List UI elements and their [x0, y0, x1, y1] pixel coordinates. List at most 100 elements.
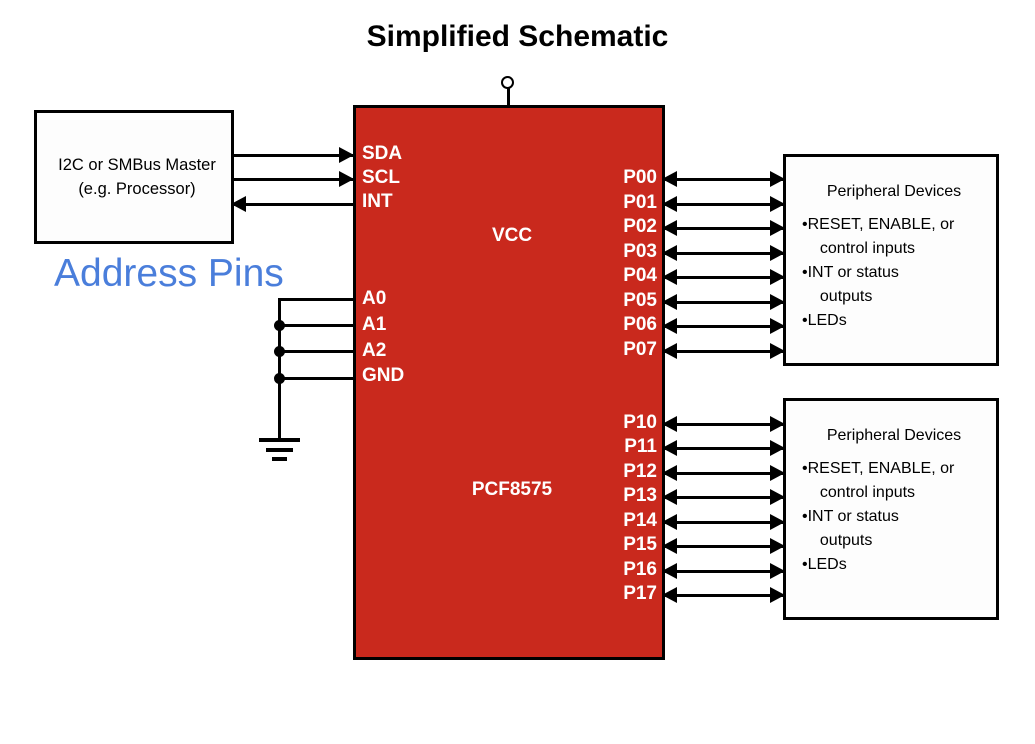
chip-pin-label-p06: P06 [623, 314, 657, 335]
junction-dot-a1 [274, 320, 285, 331]
p12-wire [665, 472, 785, 475]
p05-arrow-left-icon [662, 294, 677, 310]
peripheral-devices-box-1: Peripheral Devices •RESET, ENABLE, or co… [783, 154, 999, 366]
peripheral-2-bullet-1: •RESET, ENABLE, or control inputs [802, 460, 955, 501]
p05-arrow-right-icon [770, 294, 785, 310]
gnd-wire [278, 377, 354, 380]
p06-wire [665, 325, 785, 328]
p16-arrow-right-icon [770, 563, 785, 579]
p13-arrow-left-icon [662, 489, 677, 505]
p14-arrow-left-icon [662, 514, 677, 530]
p03-arrow-right-icon [770, 245, 785, 261]
p13-wire [665, 496, 785, 499]
p01-arrow-right-icon [770, 196, 785, 212]
chip-pin-label-p10: P10 [623, 412, 657, 433]
p14-arrow-right-icon [770, 514, 785, 530]
p02-wire [665, 227, 785, 230]
p10-arrow-left-icon [662, 416, 677, 432]
a0-wire [278, 298, 354, 301]
chip-pin-label-p04: P04 [623, 265, 657, 286]
p03-wire [665, 252, 785, 255]
chip-pin-label-p01: P01 [623, 192, 657, 213]
p10-arrow-right-icon [770, 416, 785, 432]
p15-arrow-left-icon [662, 538, 677, 554]
vcc-terminal-circle-icon [501, 76, 514, 89]
i2c-master-box: I2C or SMBus Master (e.g. Processor) [34, 110, 234, 244]
chip-pin-label-p15: P15 [623, 534, 657, 555]
chip-pin-label-a1: A1 [362, 314, 387, 335]
chip-pin-label-p12: P12 [623, 461, 657, 482]
p16-arrow-left-icon [662, 563, 677, 579]
int-wire [234, 203, 354, 206]
p04-arrow-right-icon [770, 269, 785, 285]
p11-arrow-left-icon [662, 440, 677, 456]
i2c-master-line1: I2C or SMBus Master [58, 156, 216, 174]
peripheral-1-bullet-1: •RESET, ENABLE, or control inputs [802, 216, 955, 257]
chip-pin-label-p02: P02 [623, 216, 657, 237]
p12-arrow-right-icon [770, 465, 785, 481]
vcc-pin-wire [507, 88, 510, 108]
p15-wire [665, 545, 785, 548]
junction-dot-gnd [274, 373, 285, 384]
p04-arrow-left-icon [662, 269, 677, 285]
p00-wire [665, 178, 785, 181]
peripheral-2-bullet-3: •LEDs [802, 556, 847, 573]
i2c-master-line2: (e.g. Processor) [78, 180, 196, 198]
chip-pin-label-p17: P17 [623, 583, 657, 604]
chip-pin-label-p13: P13 [623, 485, 657, 506]
i2c-master-label: I2C or SMBus Master (e.g. Processor) [37, 153, 237, 201]
p00-arrow-left-icon [662, 171, 677, 187]
sda-arrow-right-icon [339, 147, 354, 163]
p00-arrow-right-icon [770, 171, 785, 187]
p07-arrow-left-icon [662, 343, 677, 359]
peripheral-2-bullet-2: •INT or status outputs [802, 508, 899, 549]
junction-dot-a2 [274, 346, 285, 357]
p02-arrow-left-icon [662, 220, 677, 236]
peripheral-1-list: •RESET, ENABLE, or control inputs •INT o… [802, 213, 998, 333]
p17-arrow-left-icon [662, 587, 677, 603]
p07-arrow-right-icon [770, 343, 785, 359]
peripheral-1-bullet-3: •LEDs [802, 312, 847, 329]
p17-wire [665, 594, 785, 597]
p04-wire [665, 276, 785, 279]
chip-pin-label-a2: A2 [362, 340, 387, 361]
chip-pin-label-p14: P14 [623, 510, 657, 531]
chip-pin-label-p03: P03 [623, 241, 657, 262]
chip-pin-label-p07: P07 [623, 339, 657, 360]
a2-wire [278, 350, 354, 353]
peripheral-devices-box-2: Peripheral Devices •RESET, ENABLE, or co… [783, 398, 999, 620]
p01-arrow-left-icon [662, 196, 677, 212]
chip-pin-label-sda: SDA [362, 143, 403, 164]
sda-wire [234, 154, 354, 157]
address-pins-caption: Address Pins [54, 252, 284, 295]
p06-arrow-left-icon [662, 318, 677, 334]
p11-arrow-right-icon [770, 440, 785, 456]
ground-symbol-bar-1 [259, 438, 300, 442]
page-title: Simplified Schematic [366, 20, 669, 53]
p14-wire [665, 521, 785, 524]
p03-arrow-left-icon [662, 245, 677, 261]
ground-symbol-bar-3 [272, 457, 287, 461]
int-arrow-left-icon [231, 196, 246, 212]
chip-pin-label-p11: P11 [624, 436, 657, 457]
address-bus-vertical-wire [278, 298, 281, 438]
p02-arrow-right-icon [770, 220, 785, 236]
p16-wire [665, 570, 785, 573]
chip-pin-label-vcc: VCC [491, 225, 533, 246]
scl-arrow-right-icon [339, 171, 354, 187]
p17-arrow-right-icon [770, 587, 785, 603]
p06-arrow-right-icon [770, 318, 785, 334]
p01-wire [665, 203, 785, 206]
a1-wire [278, 324, 354, 327]
pcf8575-chip-body: VCC PCF8575 [353, 105, 665, 660]
peripheral-2-list: •RESET, ENABLE, or control inputs •INT o… [802, 457, 998, 577]
p12-arrow-left-icon [662, 465, 677, 481]
peripheral-1-title: Peripheral Devices [826, 183, 962, 200]
p15-arrow-right-icon [770, 538, 785, 554]
chip-pin-label-p16: P16 [623, 559, 657, 580]
chip-pin-label-a0: A0 [362, 288, 387, 309]
chip-pin-label-p00: P00 [623, 167, 657, 188]
scl-wire [234, 178, 354, 181]
peripheral-1-bullet-2: •INT or status outputs [802, 264, 899, 305]
